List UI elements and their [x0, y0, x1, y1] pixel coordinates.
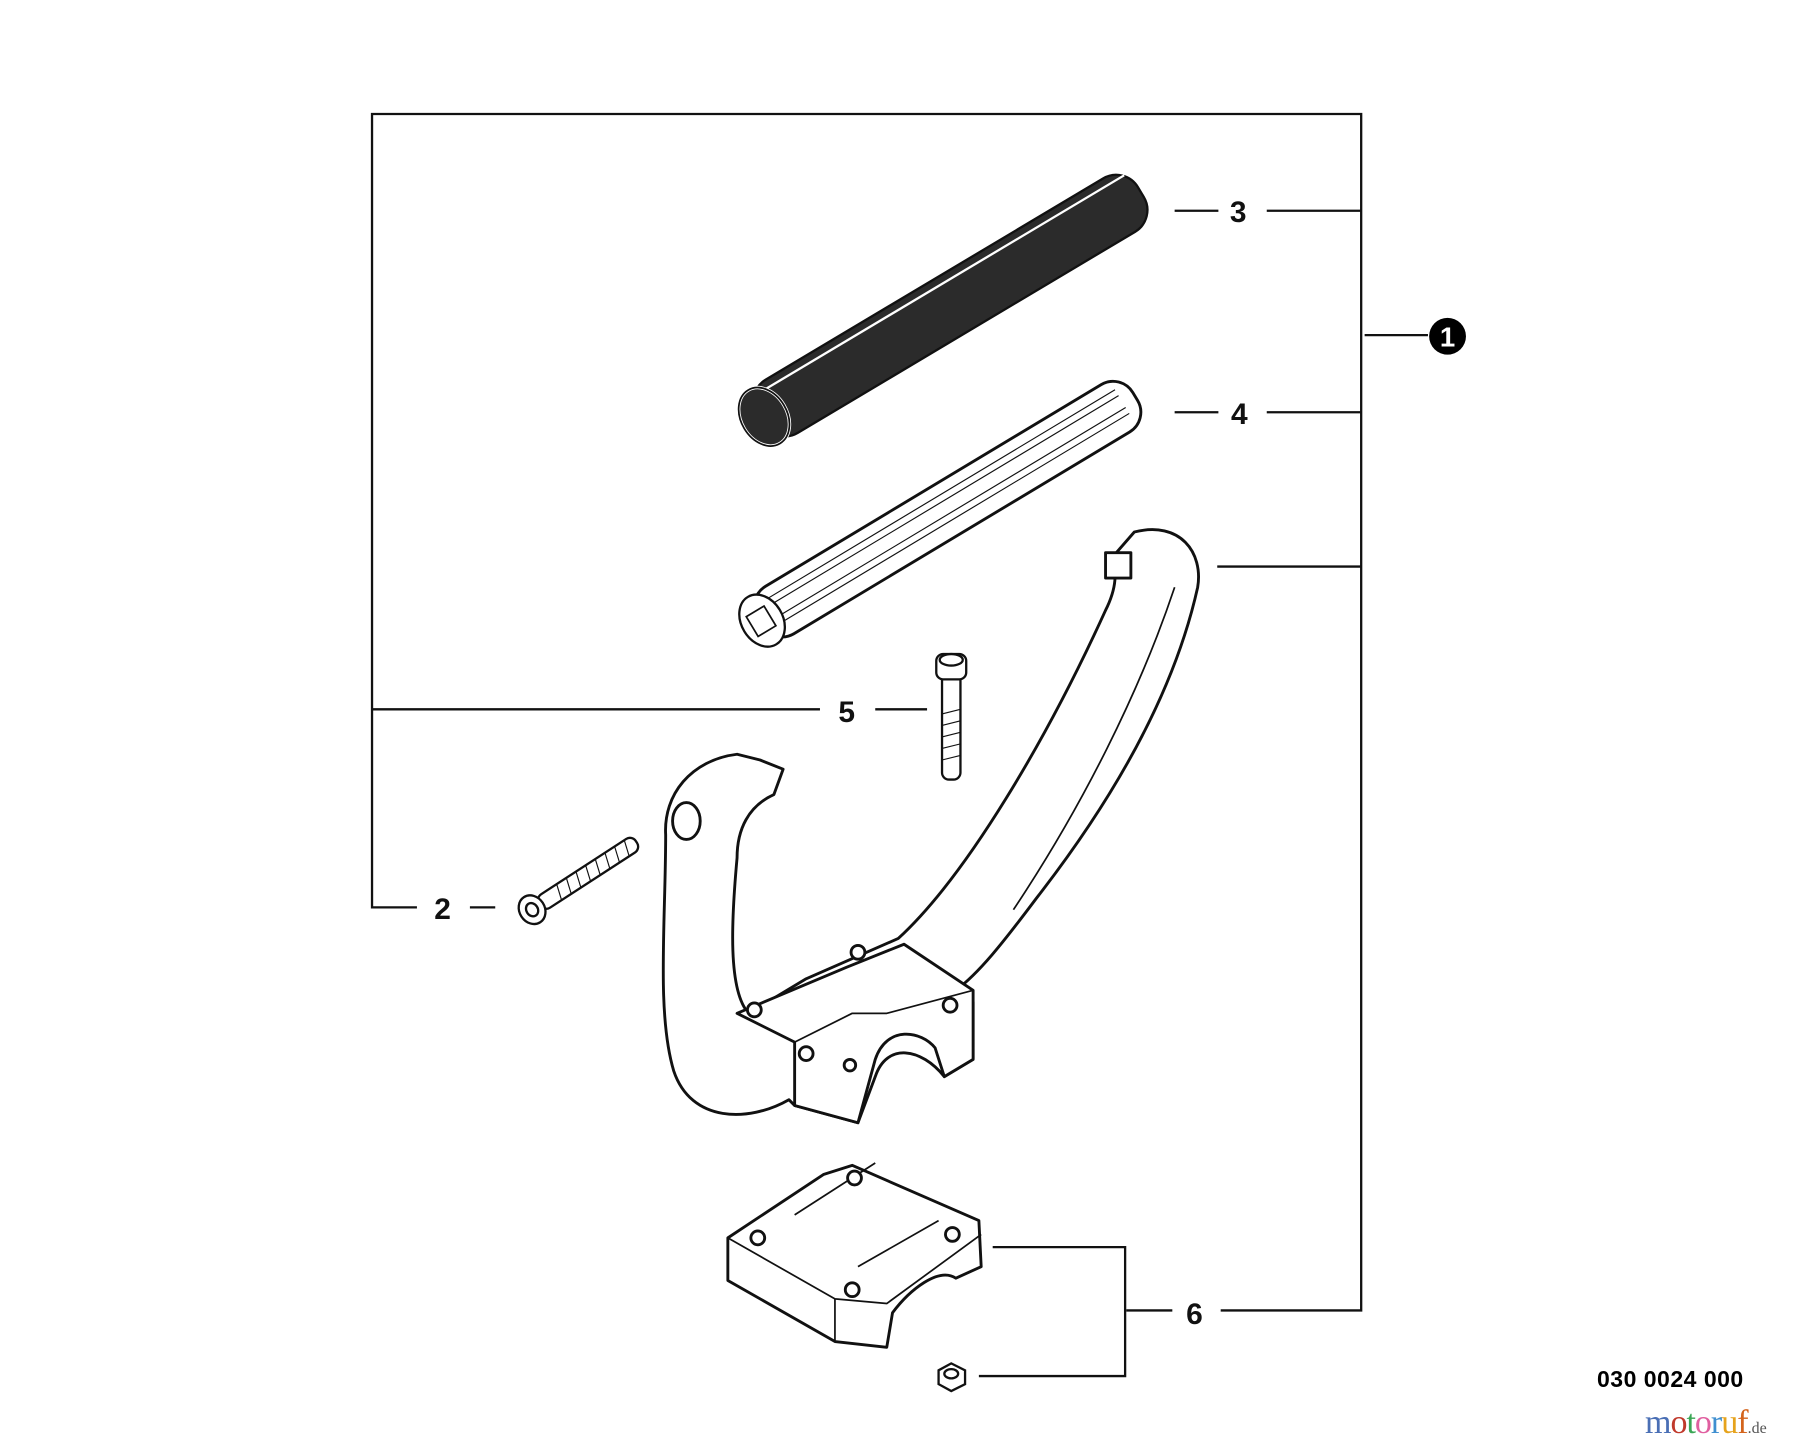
callout-4: 4	[1231, 398, 1248, 431]
callout-6: 6	[1186, 1298, 1203, 1331]
watermark-logo: motoruf.de	[1645, 1404, 1767, 1441]
part-number: 030 0024 000	[1597, 1366, 1744, 1392]
handle-bow-part	[661, 528, 1200, 1125]
clamp-part	[726, 1162, 983, 1349]
callout-3: 3	[1230, 196, 1247, 229]
long-screw-part	[517, 836, 640, 926]
grip-core-part	[738, 379, 1143, 648]
grip-sleeve-part	[736, 173, 1149, 448]
callout-1-circled: 1	[1429, 317, 1466, 355]
svg-text:1: 1	[1440, 322, 1455, 353]
leader-lines	[370, 112, 1428, 1378]
callout-5: 5	[838, 696, 855, 729]
cap-screw-part	[935, 652, 968, 781]
hex-nut-part	[937, 1362, 967, 1393]
callout-2: 2	[434, 893, 451, 926]
watermark-suffix: .de	[1747, 1420, 1767, 1437]
